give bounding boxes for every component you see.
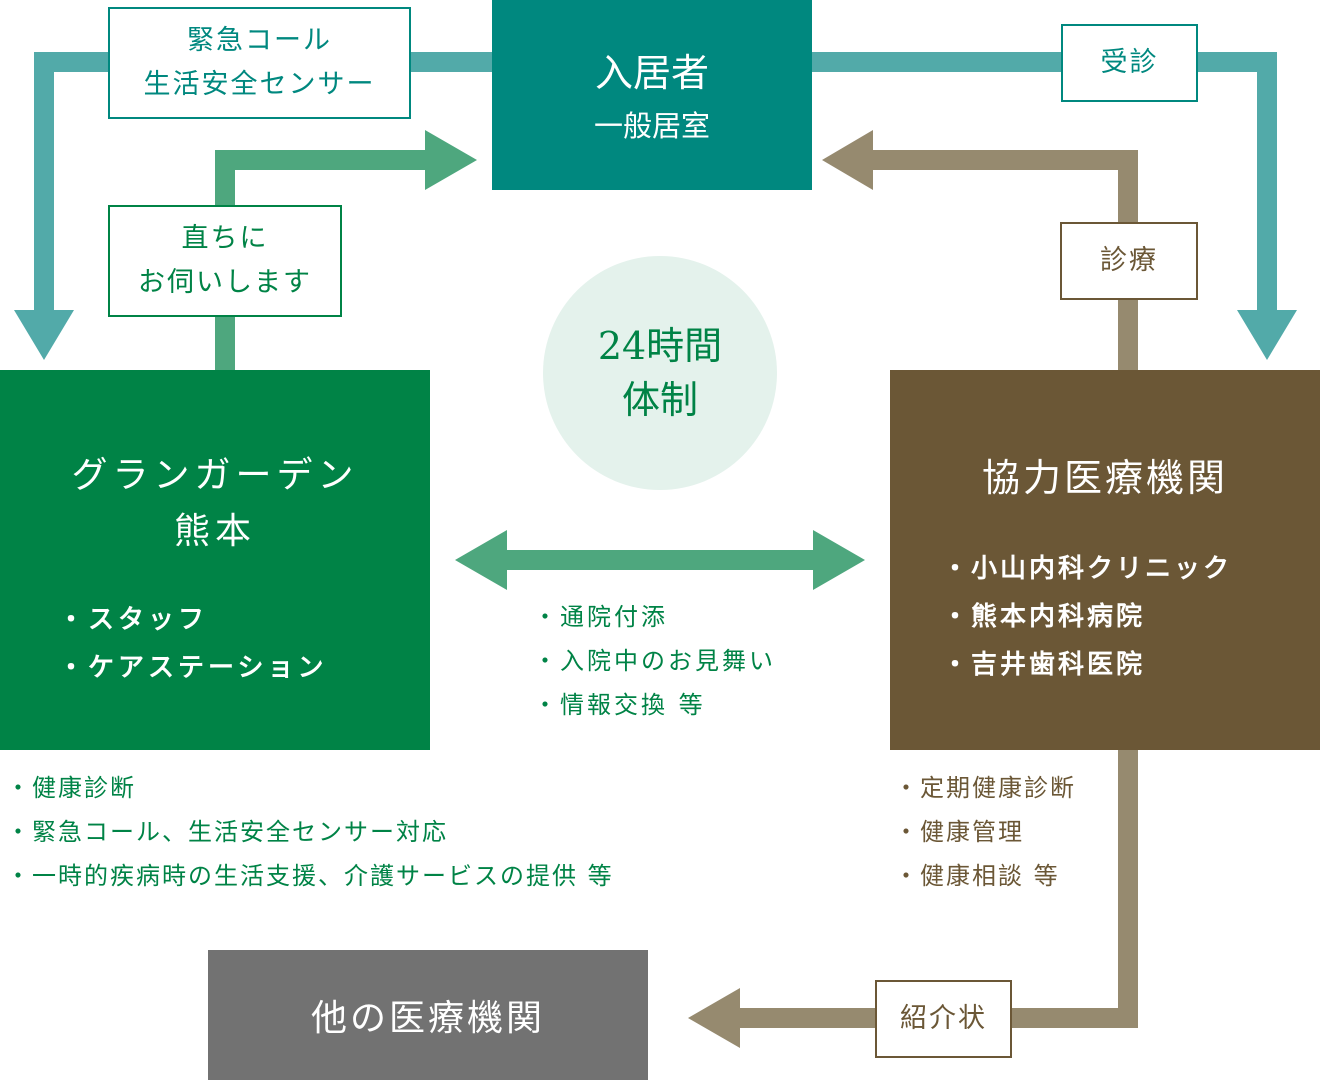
exchange-list: 通院付添 入院中のお見舞い 情報交換 等 <box>533 595 776 727</box>
partner-item: 吉井歯科医院 <box>942 641 1232 689</box>
resident-subtitle: 一般居室 <box>593 109 710 143</box>
other-title: 他の医療機関 <box>310 998 545 1039</box>
24h-line2: 体制 <box>621 378 698 422</box>
partner-item: 熊本内科病院 <box>942 593 1232 641</box>
referral-arrow <box>688 750 1138 1048</box>
immediate-visit-arrow <box>215 130 477 370</box>
facility-item: ケアステーション <box>58 644 328 692</box>
exchange-item: 情報交換 等 <box>533 683 776 727</box>
resident-title: 入居者 <box>594 51 709 95</box>
consult-text: 受診 <box>1100 47 1159 78</box>
24h-system-badge: 24時間 体制 <box>543 256 777 490</box>
24h-line1: 24時間 <box>597 324 723 368</box>
consult-arrow <box>812 52 1297 360</box>
emergency-line1: 緊急コール <box>187 25 332 56</box>
partner-title: 協力医療機関 <box>981 456 1228 500</box>
referral-text: 紹介状 <box>900 1003 987 1034</box>
facility-node: グランガーデン 熊本 スタッフ ケアステーション <box>0 370 430 750</box>
referral-label: 紹介状 <box>875 980 1012 1058</box>
treatment-text: 診療 <box>1100 245 1158 276</box>
facility-service-item: 健康診断 <box>6 766 614 810</box>
facility-items: スタッフ ケアステーション <box>58 596 328 692</box>
other-institutions-node: 他の医療機関 <box>208 950 648 1080</box>
partner-service-item: 健康管理 <box>894 810 1076 854</box>
facility-service-item: 一時的疾病時の生活支援、介護サービスの提供 等 <box>6 854 614 898</box>
immediate-line2: お伺いします <box>138 267 312 298</box>
partner-service-item: 健康相談 等 <box>894 854 1076 898</box>
facility-services-list: 健康診断 緊急コール、生活安全センサー対応 一時的疾病時の生活支援、介護サービス… <box>6 766 614 898</box>
partner-item: 小山内科クリニック <box>942 545 1232 593</box>
exchange-item: 通院付添 <box>533 595 776 639</box>
partner-items: 小山内科クリニック 熊本内科病院 吉井歯科医院 <box>942 545 1232 689</box>
partner-services-list: 定期健康診断 健康管理 健康相談 等 <box>894 766 1076 898</box>
partner-service-item: 定期健康診断 <box>894 766 1076 810</box>
exchange-item: 入院中のお見舞い <box>533 639 776 683</box>
exchange-double-arrow <box>455 530 865 590</box>
facility-title-line1: グランガーデン <box>71 455 359 496</box>
emergency-call-label: 緊急コール 生活安全センサー <box>108 7 411 119</box>
facility-item: スタッフ <box>58 596 328 644</box>
immediate-visit-label: 直ちに お伺いします <box>108 205 342 317</box>
facility-title-line2: 熊本 <box>173 511 256 552</box>
consult-label: 受診 <box>1061 24 1198 102</box>
partner-node: 協力医療機関 小山内科クリニック 熊本内科病院 吉井歯科医院 <box>890 370 1320 750</box>
resident-node: 入居者 一般居室 <box>492 0 812 190</box>
treatment-label: 診療 <box>1060 222 1198 300</box>
emergency-call-arrow <box>14 52 492 360</box>
facility-service-item: 緊急コール、生活安全センサー対応 <box>6 810 614 854</box>
treatment-arrow <box>822 130 1138 370</box>
emergency-line2: 生活安全センサー <box>143 69 376 100</box>
immediate-line1: 直ちに <box>181 223 269 254</box>
